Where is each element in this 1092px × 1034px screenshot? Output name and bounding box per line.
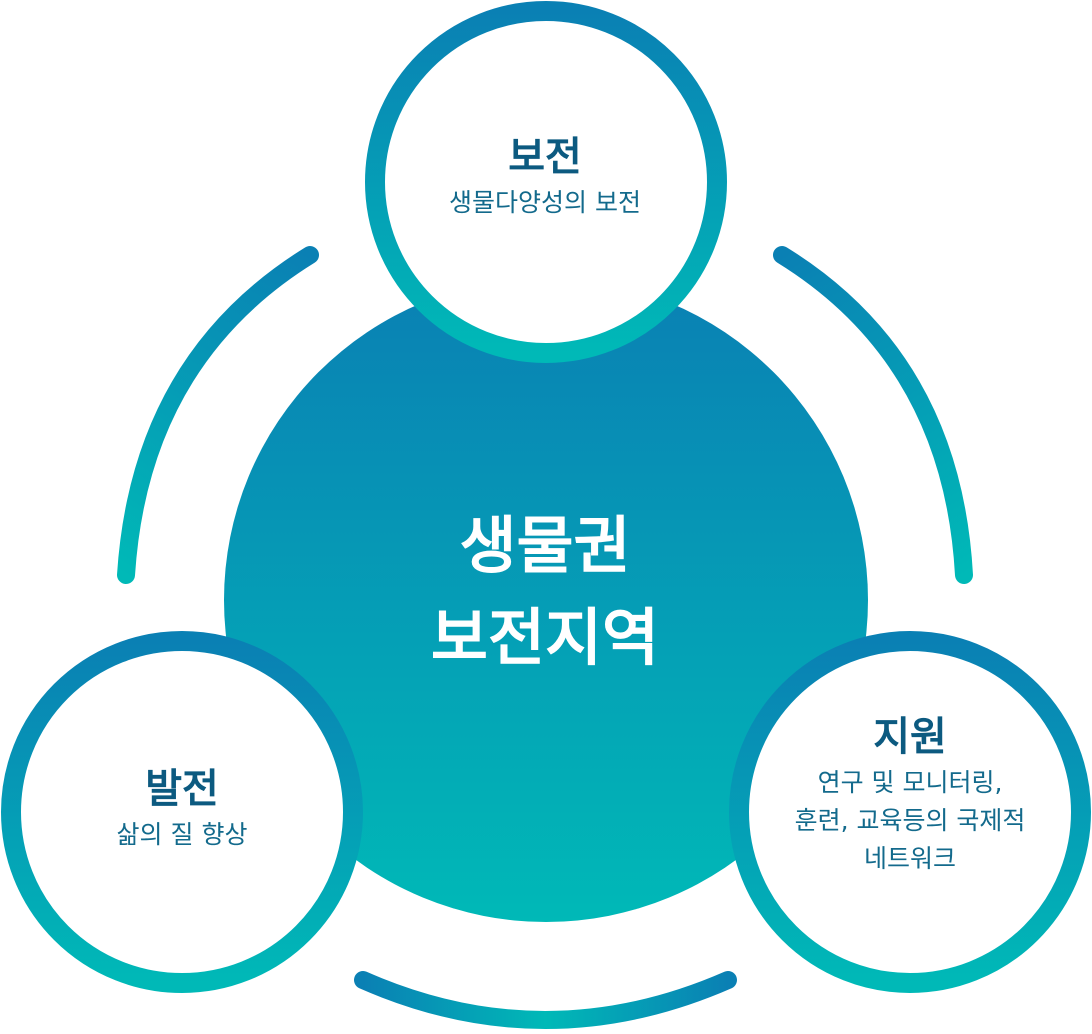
arc-bottom [354, 971, 737, 1029]
node-top-circle [365, 1, 727, 363]
node-top-title: 보전 [508, 134, 582, 180]
node-right-desc-line3: 네트워크 [863, 844, 956, 873]
center-label: 생물권 보전지역 [345, 500, 745, 684]
node-right-title: 지원 [873, 714, 947, 760]
node-left-title: 발전 [145, 766, 219, 812]
node-left: 발전 삶의 질 향상 [32, 762, 332, 854]
center-circle [224, 278, 868, 922]
arc-right [773, 246, 973, 584]
node-right-circle [729, 631, 1091, 993]
node-top-desc: 생물다양성의 보전 [449, 188, 641, 217]
arc-left [117, 246, 319, 584]
center-label-line1: 생물권 [459, 509, 631, 582]
node-top: 보전 생물다양성의 보전 [395, 130, 695, 222]
node-right: 지원 연구 및 모니터링, 훈련, 교육등의 국제적 네트워크 [760, 710, 1060, 878]
node-right-desc-line1: 연구 및 모니터링, [817, 768, 1003, 797]
node-left-circle [1, 631, 363, 993]
center-label-line2: 보전지역 [430, 601, 660, 674]
node-left-desc: 삶의 질 향상 [116, 820, 248, 849]
node-right-desc-line2: 훈련, 교육등의 국제적 [794, 806, 1026, 835]
